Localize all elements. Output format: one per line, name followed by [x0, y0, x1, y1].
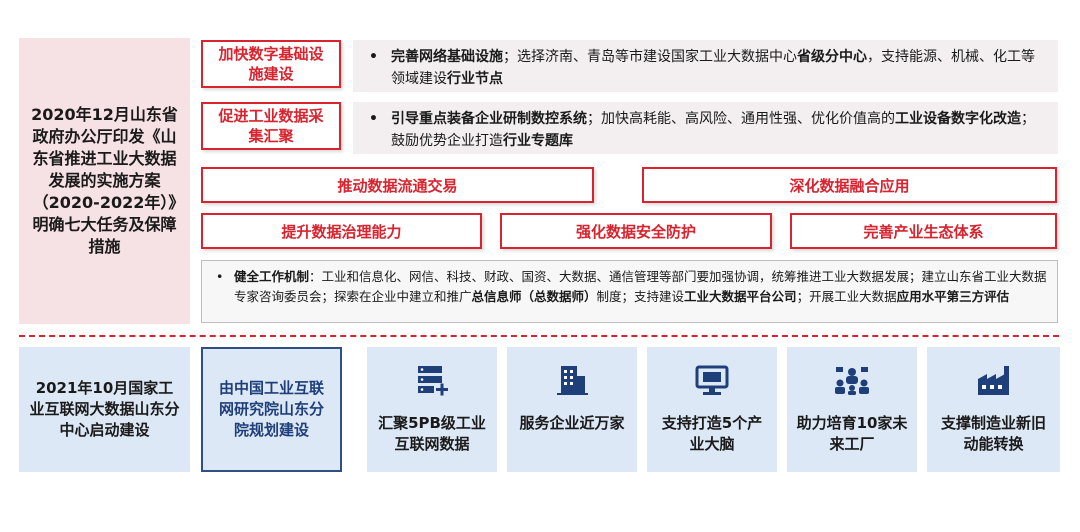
stat-card: 助力培育10家未来工厂 — [787, 347, 917, 472]
task-desc-text: 完善网络基础设施；选择济南、青岛等市建设国家工业大数据中心省级分中心，支持能源、… — [391, 46, 1042, 90]
task-desc-data-collection: • 引导重点装备企业研制数控系统；加快高耗能、高风险、通用性强、优化价值高的工业… — [353, 102, 1058, 154]
task-bar-data-trading: 推动数据流通交易 — [201, 167, 594, 203]
card-label: 服务企业近万家 — [519, 414, 625, 432]
task-bar-data-fusion: 深化数据融合应用 — [642, 167, 1057, 203]
stat-card: 支撑制造业新旧动能转换 — [927, 347, 1060, 472]
task-bar-data-governance: 提升数据治理能力 — [201, 213, 482, 249]
announcement-box: 2020年12月山东省政府办公厅印发《山东省推进工业大数据发展的实施方案（202… — [19, 38, 190, 324]
guarantee-text: 健全工作机制：工业和信息化、网信、科技、财政、国资、大数据、通信管理等部门要加强… — [234, 267, 1047, 307]
network-people-icon — [835, 367, 869, 395]
text-part: 行业专题库 — [503, 133, 573, 149]
server-add-icon — [418, 366, 448, 396]
text-part: ；选择济南、青岛等市建设国家工业大数据中心 — [503, 49, 797, 65]
text-part: 工业大数据平台公司 — [684, 289, 797, 304]
task-tag-infrastructure: 加快数字基础设施建设 — [201, 40, 341, 88]
task-desc-infrastructure: • 完善网络基础设施；选择济南、青岛等市建设国家工业大数据中心省级分中心，支持能… — [353, 40, 1058, 92]
text-part: 健全工作机制 — [234, 269, 310, 284]
bullet: • — [216, 269, 224, 284]
stat-card: 服务企业近万家 — [507, 347, 637, 472]
task-desc-text: 引导重点装备企业研制数控系统；加快高耗能、高风险、通用性强、优化价值高的工业设备… — [391, 108, 1042, 152]
text-part: 完善网络基础设施 — [391, 49, 503, 65]
stat-card: 汇聚5PB级工业互联网数据 — [367, 347, 497, 472]
task-bar-ecosystem: 完善产业生态体系 — [790, 213, 1057, 249]
task-bar-label: 强化数据安全防护 — [575, 222, 696, 241]
bullet: • — [369, 111, 378, 127]
text-part: 省级分中心 — [797, 49, 867, 65]
text-part: ；加快高耗能、高风险、通用性强、优化价值高的 — [587, 111, 895, 127]
plan-text: 由中国工业互联网研究院山东分院规划建设 — [218, 379, 324, 439]
card-label: 支撑制造业新旧动能转换 — [940, 414, 1046, 453]
factory-icon — [977, 366, 1009, 395]
bullet: • — [369, 49, 378, 65]
text-part: 总信息师（总数据师） — [471, 289, 597, 304]
guarantee-measures-box: • 健全工作机制：工业和信息化、网信、科技、财政、国资、大数据、通信管理等部门要… — [201, 260, 1058, 323]
text-part: 制度；支持建设 — [596, 289, 685, 304]
card-label: 支持打造5个产业大脑 — [661, 414, 763, 453]
task-bar-label: 完善产业生态体系 — [863, 222, 984, 241]
section-divider — [19, 335, 1059, 337]
text-part: 应用水平第三方评估 — [896, 289, 1010, 304]
stat-card: 支持打造5个产业大脑 — [647, 347, 777, 472]
text-part: ；开展工业大数据 — [796, 289, 897, 304]
task-bar-label: 提升数据治理能力 — [281, 222, 402, 241]
text-part: ：工业和信息化、网信、科技、财政、国资、大数据、通信管理等部门要加强协调，统筹推… — [234, 269, 1047, 304]
task-bar-label: 推动数据流通交易 — [337, 176, 458, 195]
task-tag-label: 加快数字基础设施建设 — [218, 45, 324, 83]
text-part: 工业设备数字化改造 — [895, 111, 1021, 127]
task-bar-data-security: 强化数据安全防护 — [500, 213, 772, 249]
card-label: 汇聚5PB级工业互联网数据 — [378, 414, 486, 453]
card-label: 助力培育10家未来工厂 — [796, 414, 908, 453]
text-part: 引导重点装备企业研制数控系统 — [391, 111, 587, 127]
plan-box: 由中国工业互联网研究院山东分院规划建设 — [201, 347, 342, 472]
task-tag-data-collection: 促进工业数据采集汇聚 — [201, 102, 341, 150]
announcement-text: 2020年12月山东省政府办公厅印发《山东省推进工业大数据发展的实施方案（202… — [31, 105, 178, 256]
monitor-icon — [695, 365, 729, 395]
text-part: 行业节点 — [447, 71, 503, 87]
task-tag-label: 促进工业数据采集汇聚 — [218, 107, 324, 145]
launch-text: 2021年10月国家工业互联网大数据山东分中心启动建设 — [29, 379, 180, 439]
text-part: ；鼓励优势企业打造 — [391, 111, 1035, 149]
launch-box: 2021年10月国家工业互联网大数据山东分中心启动建设 — [19, 347, 190, 472]
task-bar-label: 深化数据融合应用 — [789, 176, 910, 195]
building-icon — [557, 366, 588, 395]
text-part: ，支持能源、机械、化工等领域建设 — [391, 49, 1035, 87]
